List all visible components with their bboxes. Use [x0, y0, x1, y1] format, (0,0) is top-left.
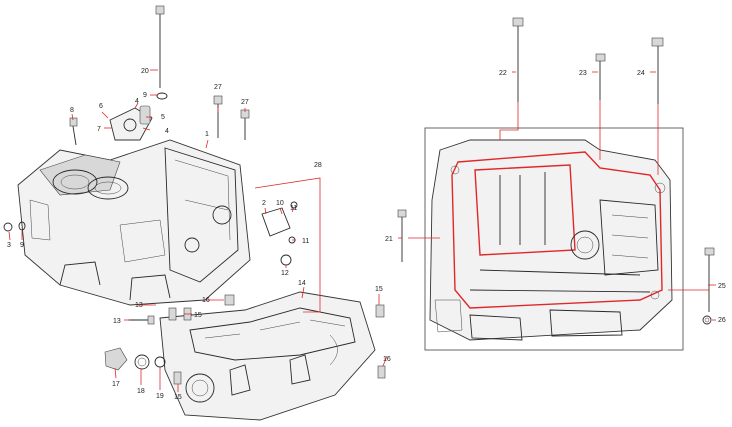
callout-16: 16 [383, 356, 391, 363]
upper-crankcase [17, 139, 251, 306]
assembled-crankcase [429, 139, 673, 341]
callout-23: 23 [579, 70, 587, 77]
callout-12: 12 [281, 270, 289, 277]
callout-labels: 20 9 4 5 4 6 7 8 1 27 27 3 9 2 10 11 11 … [7, 68, 726, 401]
callout-26: 26 [718, 317, 726, 324]
callout-21: 21 [385, 236, 393, 243]
upper-fittings [3, 5, 298, 266]
callout-7: 7 [97, 126, 101, 133]
callout-20: 20 [141, 68, 149, 75]
callout-19: 19 [156, 393, 164, 400]
callout-4: 4 [135, 98, 139, 105]
callout-22: 22 [499, 70, 507, 77]
callout-14: 14 [298, 280, 306, 287]
callout-3: 3 [7, 242, 11, 249]
callout-13: 13 [113, 318, 121, 325]
callout-9: 9 [143, 92, 147, 99]
callout-2: 2 [262, 200, 266, 207]
callout-11: 11 [302, 238, 309, 245]
callout-9: 9 [20, 242, 24, 249]
callout-28: 28 [314, 162, 322, 169]
callout-6: 6 [99, 103, 103, 110]
callout-16: 16 [202, 297, 210, 304]
callout-27: 27 [214, 84, 222, 91]
callout-10: 10 [276, 200, 284, 207]
assembled-crankcase-frame [424, 127, 684, 351]
callout-5: 5 [161, 114, 165, 121]
callout-27: 27 [241, 99, 249, 106]
callout-1: 1 [205, 131, 209, 138]
callout-4: 4 [165, 128, 169, 135]
callout-18: 18 [137, 388, 145, 395]
right-bolts [397, 17, 715, 325]
callout-24: 24 [637, 70, 645, 77]
callout-15: 15 [194, 312, 202, 319]
callout-17: 17 [112, 381, 120, 388]
callout-11: 11 [290, 205, 297, 212]
callout-8: 8 [70, 107, 74, 114]
callout-25: 25 [718, 283, 726, 290]
lower-crankcase [159, 291, 376, 421]
callout-13: 13 [135, 302, 143, 309]
callout-15: 15 [174, 394, 182, 401]
callout-15: 15 [375, 286, 383, 293]
leader-lines [8, 69, 716, 392]
